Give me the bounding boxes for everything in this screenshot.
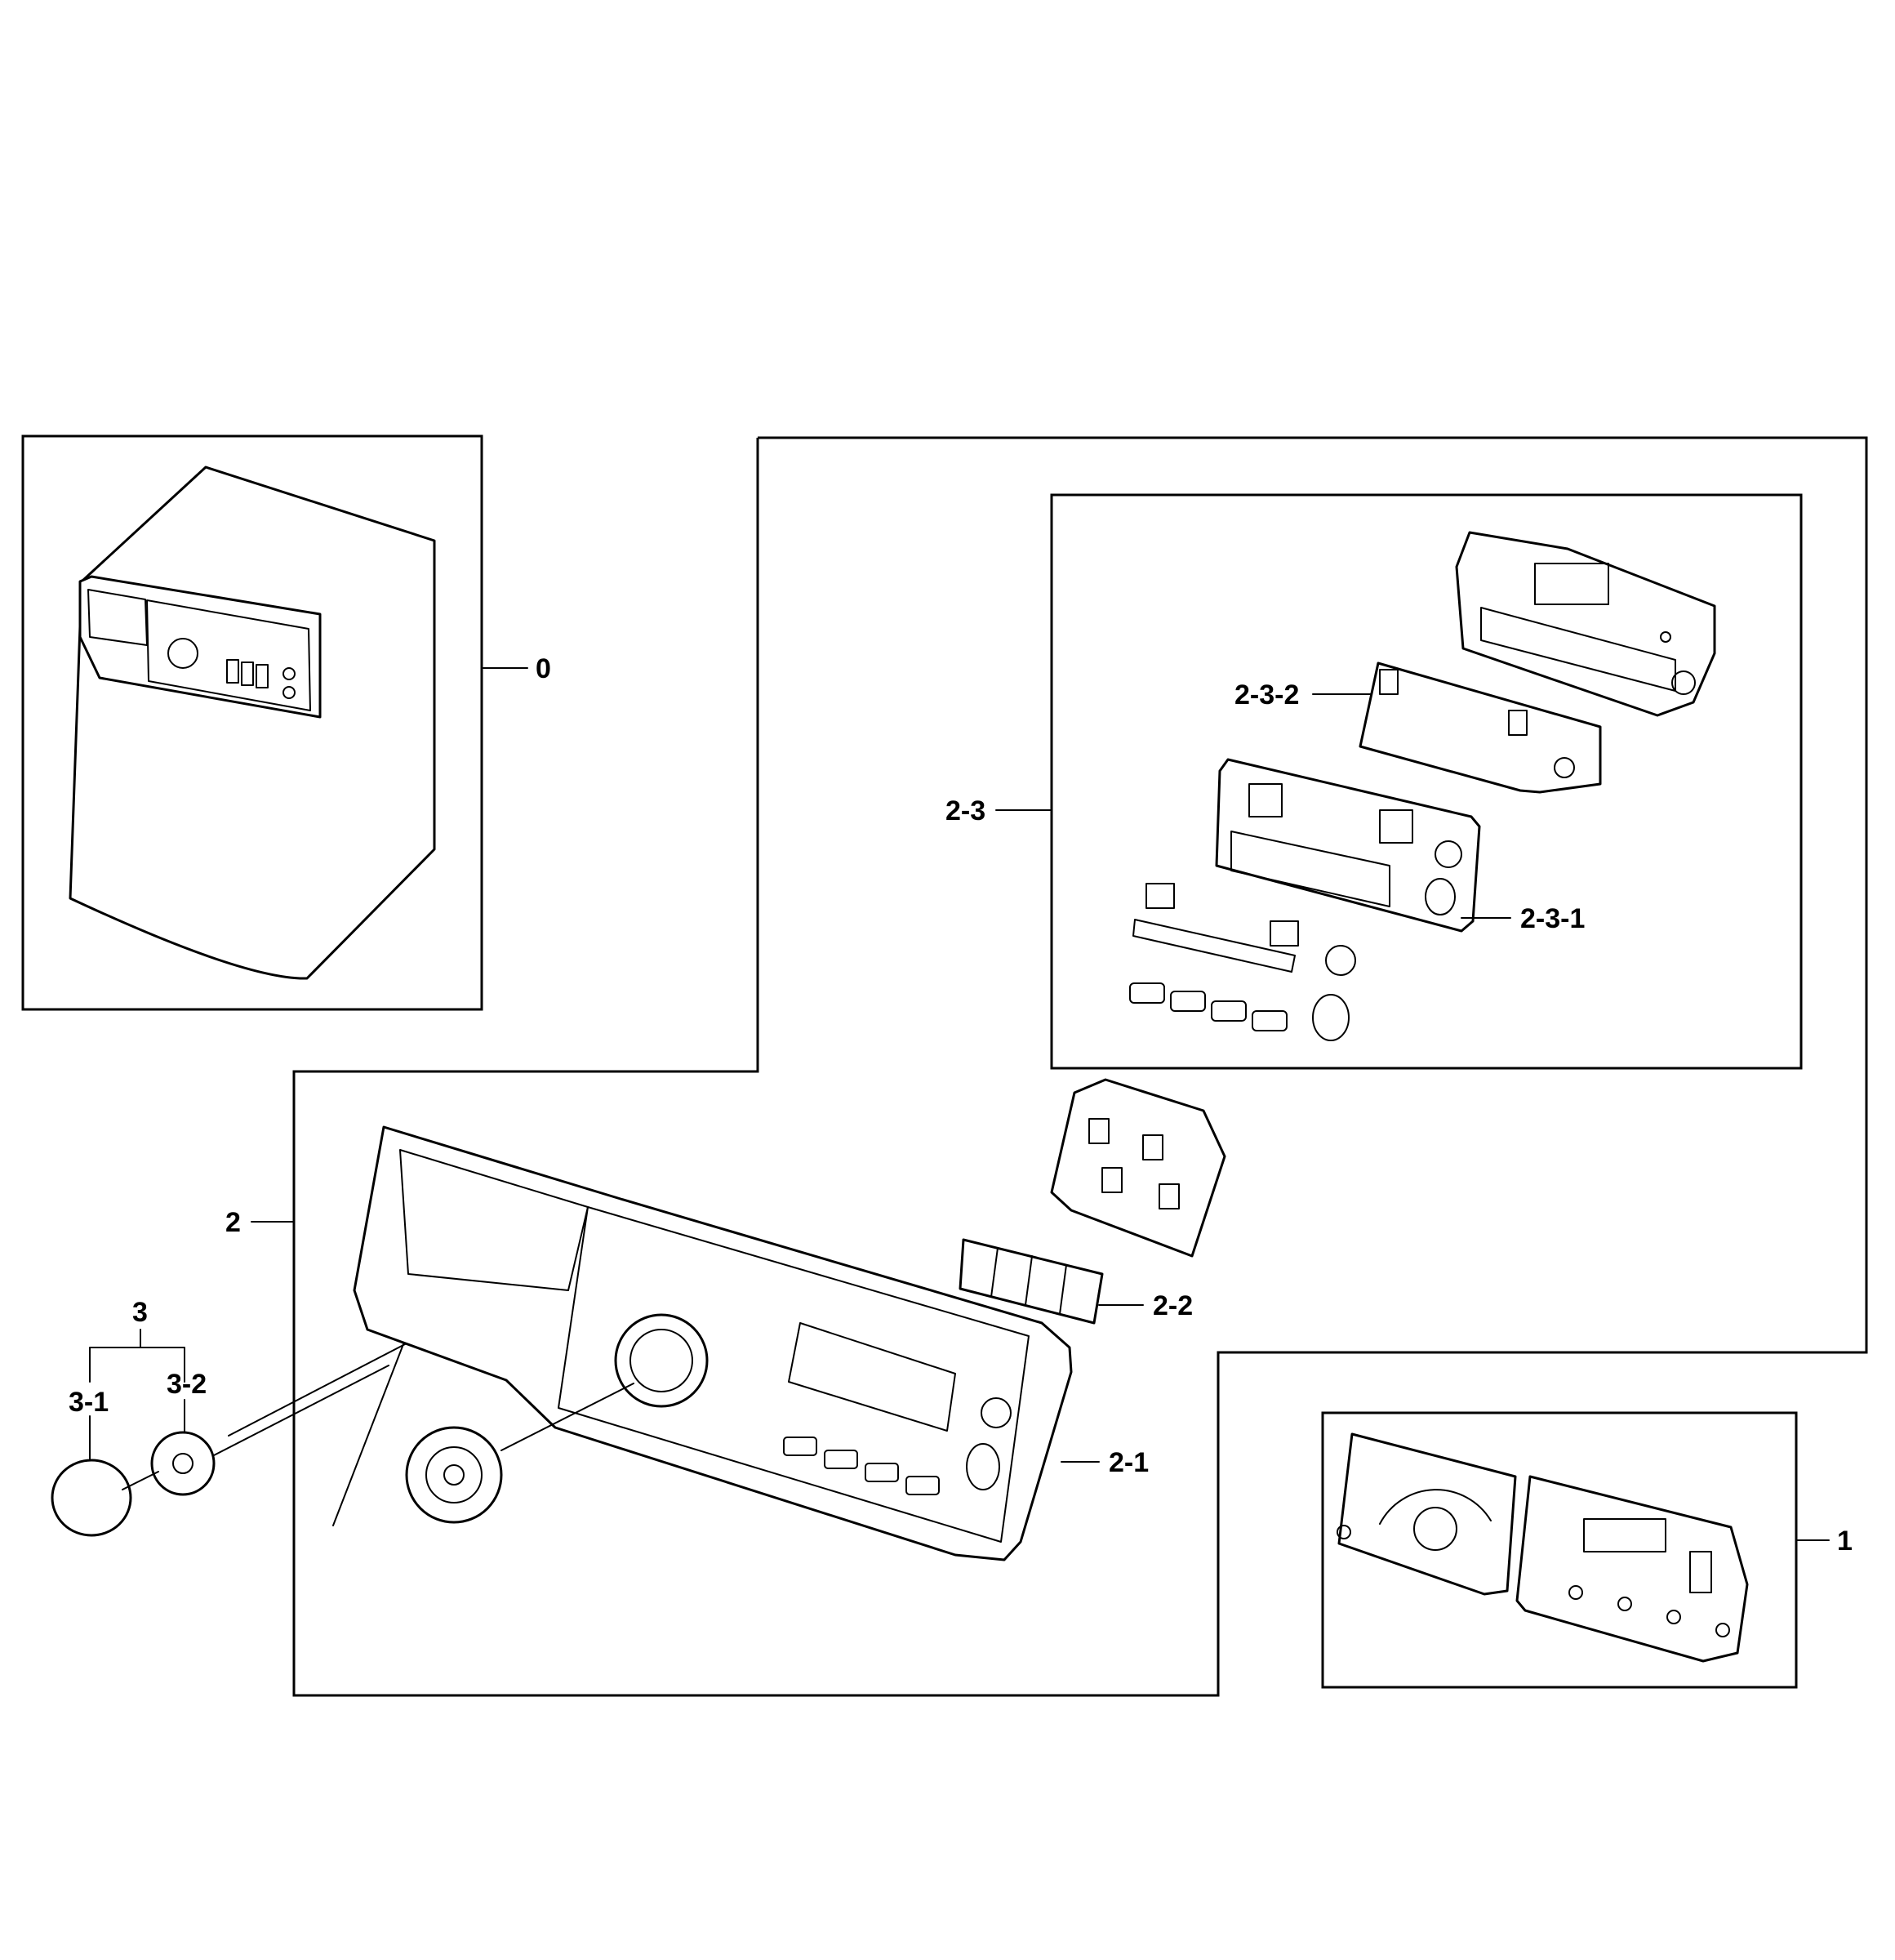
callout-2: 2 <box>225 1207 241 1238</box>
knob-cap-drawing <box>51 1459 132 1537</box>
frame-part-0 <box>21 434 483 1011</box>
callout-2-3: 2-3 <box>945 795 985 826</box>
callout-3: 3 <box>132 1297 148 1328</box>
callout-3-2: 3-2 <box>167 1369 207 1400</box>
main-pcb-right-drawing <box>1515 1475 1749 1663</box>
knob-body-drawing <box>150 1431 216 1496</box>
knob-insert-drawing <box>405 1426 503 1524</box>
callout-3-1: 3-1 <box>69 1387 109 1418</box>
frame-part-1 <box>1321 1411 1798 1689</box>
callout-2-3-2: 2-3-2 <box>1234 679 1299 710</box>
callout-2-1: 2-1 <box>1109 1447 1149 1478</box>
button-board-drawing <box>1359 662 1602 794</box>
frame-part-2-3 <box>1050 493 1803 1070</box>
frame-part-2 <box>292 436 1868 1697</box>
callout-0: 0 <box>536 653 551 684</box>
callout-2-3-1: 2-3-1 <box>1520 903 1585 934</box>
washer-cabinet-drawing <box>69 466 436 980</box>
pcb-board-drawing <box>1455 531 1716 717</box>
callout-1: 1 <box>1837 1526 1853 1557</box>
display-cover-drawing <box>1215 758 1481 933</box>
control-panel-drawing <box>353 1125 1073 1561</box>
button-keys-drawing <box>1129 883 1356 1041</box>
callout-2-2: 2-2 <box>1153 1290 1193 1321</box>
support-frame-drawing <box>1050 1078 1226 1258</box>
key-holder-drawing <box>959 1238 1104 1325</box>
main-pcb-left-drawing <box>1337 1432 1517 1596</box>
